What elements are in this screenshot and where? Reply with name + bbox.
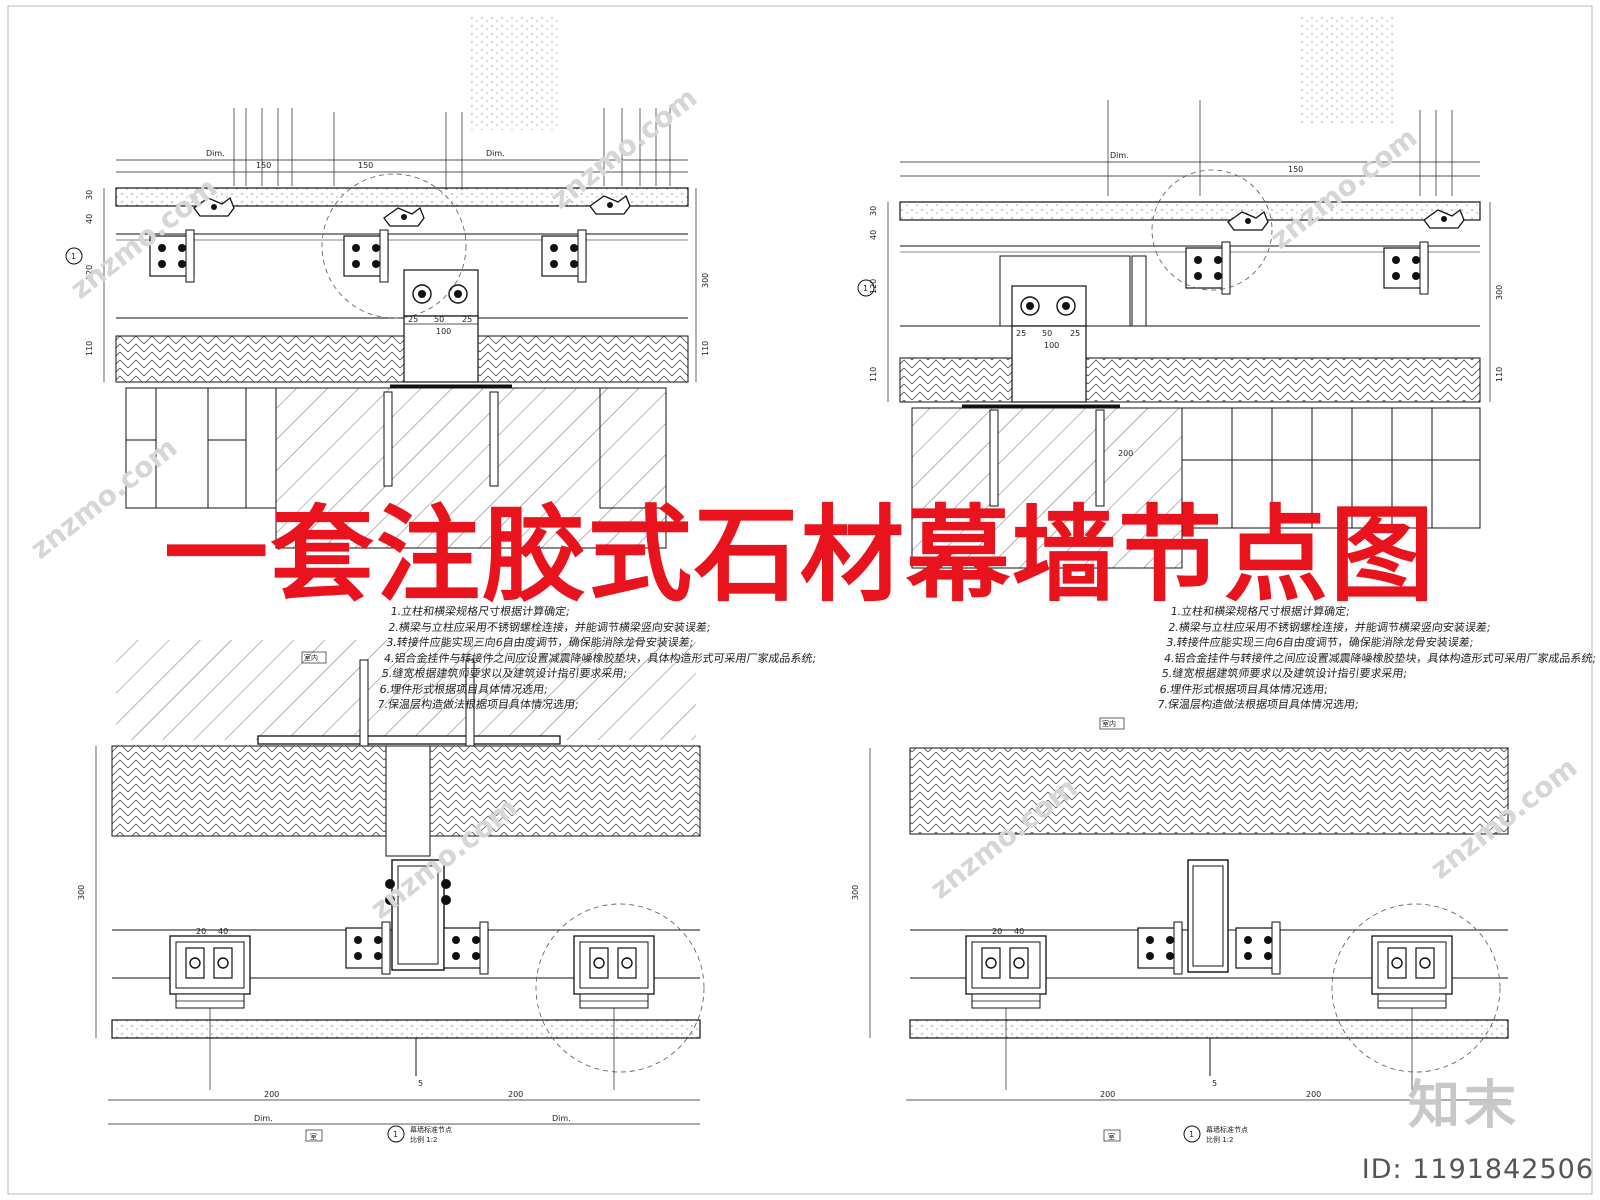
dim-label: 150 bbox=[358, 161, 373, 170]
dim-label: 100 bbox=[1044, 341, 1059, 350]
dim-label: Dim. bbox=[1110, 151, 1129, 160]
note-line: 3.转接件应能实现三向6自由度调节，确保能消除龙骨安装误差; bbox=[385, 636, 695, 649]
note-line: 5.缝宽根据建筑师要求以及建筑设计指引要求采用; bbox=[1160, 667, 1408, 680]
detail-bottom-right: 300 20 40 200 200 5 室内 室 1 幕墙标准节点 比例 1:2 bbox=[851, 717, 1509, 1144]
dim-label: 110 bbox=[85, 341, 94, 356]
dim-label: 150 bbox=[256, 161, 271, 170]
logo: 知末 bbox=[1408, 1076, 1521, 1136]
dim-label: 5 bbox=[418, 1079, 423, 1088]
dim-label: 40 bbox=[1014, 927, 1024, 936]
callout-title: 幕墙标准节点 bbox=[1206, 1125, 1248, 1134]
detail-bottom-left: 300 20 40 200 200 5 Dim. Dim. 室内 室 1 幕墙标… bbox=[77, 640, 705, 1144]
dim-label: 40 bbox=[85, 214, 94, 224]
note-line: 7.保温层构造做法根据项目具体情况选用; bbox=[1156, 698, 1360, 711]
callout-number: 1 bbox=[71, 252, 76, 261]
dim-label: 200 bbox=[1118, 449, 1133, 458]
dim-label: 40 bbox=[869, 230, 878, 240]
watermark: znzmo.com bbox=[1264, 121, 1423, 256]
leader-labels-tl bbox=[233, 14, 671, 190]
room-label: 室内 bbox=[304, 653, 318, 662]
callout-number: 1 bbox=[863, 284, 868, 293]
outside-label: 室 bbox=[1108, 1132, 1115, 1141]
dim-label: 200 bbox=[1100, 1090, 1115, 1099]
dim-label: Dim. bbox=[486, 149, 505, 158]
note-line: 7.保温层构造做法根据项目具体情况选用; bbox=[376, 698, 580, 711]
dim-label: 110 bbox=[701, 341, 710, 356]
detail-top-left: Dim. 150 150 Dim. bbox=[65, 14, 710, 549]
note-line: 6.埋件形式根据项目具体情况选用; bbox=[1158, 682, 1329, 696]
id-label: ID: 1191842506 bbox=[1361, 1154, 1594, 1185]
dim-label: 30 bbox=[85, 190, 94, 200]
notes-left: 1.立柱和横梁规格尺寸根据计算确定; 2.横梁与立柱应采用不锈钢螺栓连接，并能调… bbox=[376, 604, 823, 713]
dim-label: 200 bbox=[264, 1090, 279, 1099]
dim-label: 20 bbox=[196, 927, 206, 936]
dim-label: 50 bbox=[1042, 329, 1052, 338]
dim-label: 20 bbox=[992, 927, 1002, 936]
note-line: 3.转接件应能实现三向6自由度调节，确保能消除龙骨安装误差; bbox=[1165, 636, 1475, 649]
dim-label: 25 bbox=[1070, 329, 1080, 338]
callout-scale: 比例 1:2 bbox=[410, 1135, 438, 1144]
dim-label: 25 bbox=[1016, 329, 1026, 338]
page-title: 一套注胶式石材幕墙节点图 bbox=[163, 494, 1436, 616]
note-line: 5.缝宽根据建筑师要求以及建筑设计指引要求采用; bbox=[380, 667, 628, 680]
detail-top-right: Dim. 150 200 30 40 1 bbox=[857, 14, 1504, 569]
dim-label: Dim. bbox=[552, 1114, 571, 1123]
dim-label: 25 bbox=[462, 315, 472, 324]
dim-label: 300 bbox=[851, 885, 860, 900]
dim-label: Dim. bbox=[254, 1114, 273, 1123]
dim-label: 110 bbox=[869, 367, 878, 382]
dim-label: 150 bbox=[1288, 165, 1303, 174]
callout-title: 幕墙标准节点 bbox=[410, 1125, 452, 1134]
dim-label: 110 bbox=[1495, 367, 1504, 382]
callout-number: 1 bbox=[1189, 1130, 1194, 1139]
note-line: 2.横梁与立柱应采用不锈钢螺栓连接，并能调节横梁竖向安装误差; bbox=[387, 620, 712, 634]
dim-label: 120 bbox=[85, 265, 94, 280]
dim-label: 5 bbox=[1212, 1079, 1217, 1088]
dim-label: 200 bbox=[1306, 1090, 1321, 1099]
dim-label: 50 bbox=[434, 315, 444, 324]
dim-label: 200 bbox=[508, 1090, 523, 1099]
note-line: 6.埋件形式根据项目具体情况选用; bbox=[378, 682, 549, 696]
room-label: 室内 bbox=[1102, 719, 1116, 728]
sheet-border bbox=[7, 5, 1593, 1195]
dim-label: 300 bbox=[1495, 285, 1504, 300]
notes-right: 1.立柱和横梁规格尺寸根据计算确定; 2.横梁与立柱应采用不锈钢螺栓连接，并能调… bbox=[1156, 604, 1600, 713]
dim-label: 25 bbox=[408, 315, 418, 324]
note-line: 2.横梁与立柱应采用不锈钢螺栓连接，并能调节横梁竖向安装误差; bbox=[1167, 620, 1492, 634]
dim-label: 30 bbox=[869, 206, 878, 216]
outside-label: 室 bbox=[310, 1132, 317, 1141]
note-line: 4.铝合金挂件与转接件之间应设置减震降噪橡胶垫块，具体构造形式可采用厂家成品系统… bbox=[383, 651, 818, 665]
dim-label: 100 bbox=[436, 327, 451, 336]
note-line: 4.铝合金挂件与转接件之间应设置减震降噪橡胶垫块，具体构造形式可采用厂家成品系统… bbox=[1163, 651, 1598, 665]
dim-label: 40 bbox=[218, 927, 228, 936]
dim-label: 300 bbox=[701, 273, 710, 288]
dim-label: Dim. bbox=[206, 149, 225, 158]
dim-label: 300 bbox=[77, 885, 86, 900]
callout-scale: 比例 1:2 bbox=[1206, 1135, 1234, 1144]
callout-number: 1 bbox=[393, 1130, 398, 1139]
